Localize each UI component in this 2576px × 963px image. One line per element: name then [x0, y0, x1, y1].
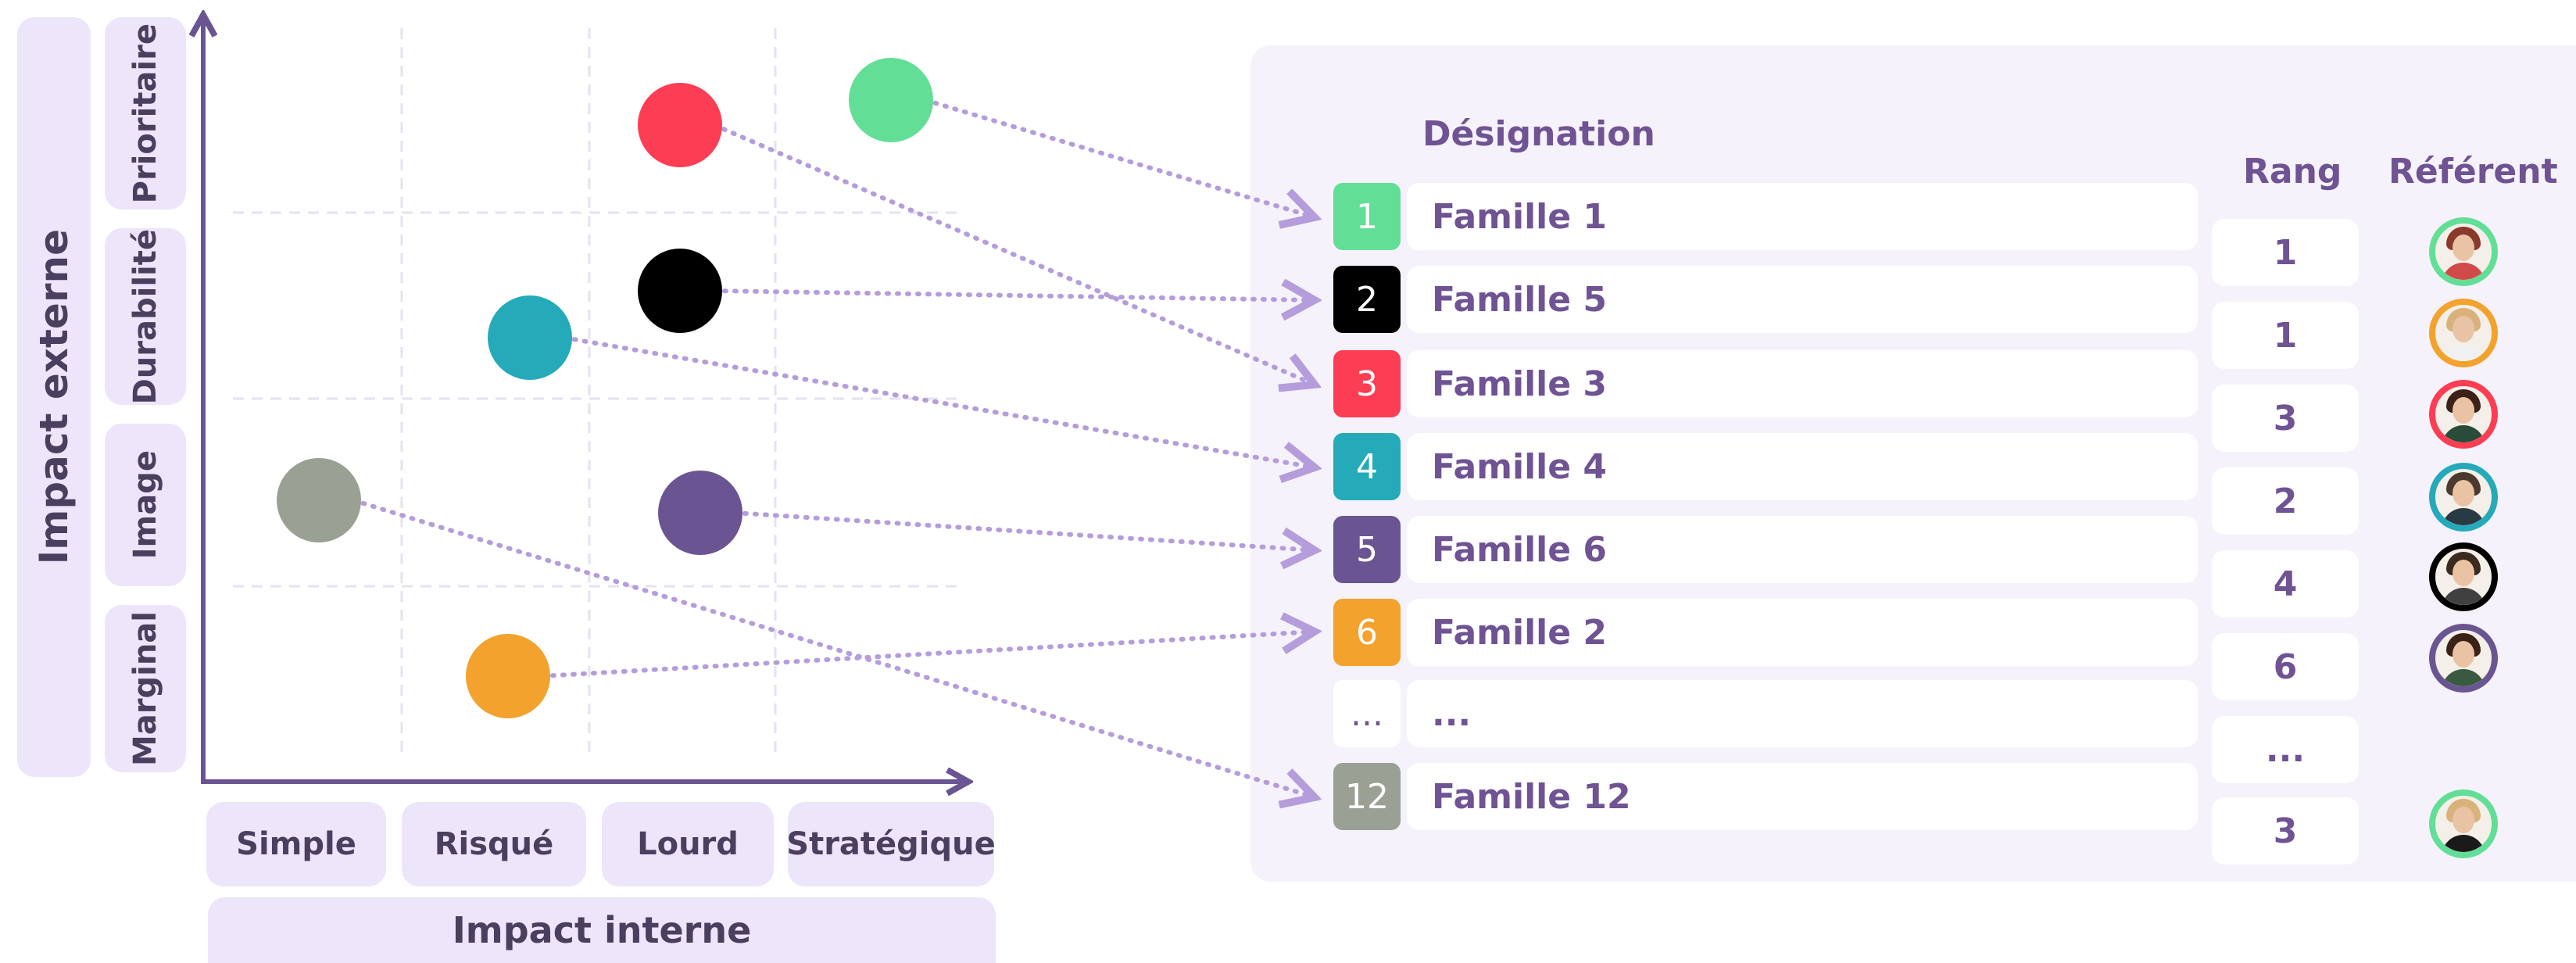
- y-level-image: Image: [105, 424, 186, 586]
- x-level-label: Risqué: [434, 826, 554, 862]
- connector-arrow: [923, 98, 1315, 217]
- x-level-strategique: Stratégique: [786, 802, 996, 886]
- family-bubble: [638, 83, 722, 167]
- row-number-badge: 3: [1333, 350, 1401, 417]
- referent-avatar: [2429, 542, 2498, 611]
- row-rank: 2: [2212, 467, 2359, 535]
- referent-avatar: [2429, 624, 2498, 693]
- connector-arrow: [712, 291, 1315, 300]
- row-number-badge: 2: [1333, 266, 1401, 333]
- referent-avatar: [2429, 463, 2498, 532]
- header-rang: Rang: [2243, 152, 2342, 192]
- grid: [233, 28, 961, 757]
- family-bubble: [277, 458, 361, 542]
- family-bubble: [466, 634, 550, 718]
- bubbles-layer: [277, 58, 933, 718]
- referent-avatar: [2429, 217, 2498, 286]
- y-level-marginal: Marginal: [105, 605, 186, 772]
- y-axis-title-box: Impact externe: [17, 17, 91, 777]
- referent-avatar: [2429, 789, 2498, 858]
- row-designation: Famille 12: [1407, 763, 2198, 830]
- row-number-badge: ...: [1333, 680, 1401, 747]
- row-rank: 4: [2212, 550, 2359, 618]
- row-designation: ...: [1407, 680, 2198, 747]
- referent-avatar: [2429, 380, 2498, 449]
- row-designation: Famille 5: [1407, 266, 2198, 333]
- row-number-badge: 4: [1333, 433, 1401, 500]
- x-axis-title: Impact interne: [452, 909, 752, 951]
- row-number-badge: 5: [1333, 516, 1401, 583]
- row-designation: Famille 2: [1407, 599, 2198, 666]
- connector-arrow: [712, 123, 1315, 385]
- x-level-simple: Simple: [206, 802, 386, 886]
- row-rank: 6: [2212, 633, 2359, 700]
- row-designation: Famille 1: [1407, 183, 2198, 250]
- referent-avatar: [2429, 299, 2498, 367]
- family-bubble: [638, 249, 722, 333]
- row-designation: Famille 3: [1407, 350, 2198, 417]
- row-rank: 1: [2212, 302, 2359, 369]
- x-level-label: Simple: [236, 826, 356, 862]
- y-level-durabilite: Durabilité: [105, 228, 186, 405]
- x-level-lourd: Lourd: [602, 802, 774, 886]
- row-number-badge: 6: [1333, 599, 1401, 666]
- row-number-badge: 12: [1333, 763, 1401, 830]
- row-designation: Famille 6: [1407, 516, 2198, 583]
- header-referent: Référent: [2388, 152, 2558, 192]
- x-axis-title-box: Impact interne: [208, 897, 996, 963]
- connector-arrow: [732, 510, 1315, 550]
- row-rank: ...: [2212, 716, 2359, 783]
- family-bubble: [658, 471, 742, 555]
- row-rank: 3: [2212, 385, 2359, 452]
- row-designation: Famille 4: [1407, 433, 2198, 500]
- arrows-layer: [351, 98, 1315, 797]
- family-bubble: [488, 295, 572, 380]
- header-designation: Désignation: [1422, 114, 1655, 154]
- x-level-label: Stratégique: [786, 826, 996, 862]
- row-rank: 3: [2212, 797, 2359, 865]
- connector-arrow: [562, 335, 1315, 467]
- x-level-label: Lourd: [637, 826, 739, 862]
- row-number-badge: 1: [1333, 183, 1401, 250]
- x-level-risque: Risqué: [402, 802, 586, 886]
- family-bubble: [849, 58, 933, 142]
- row-rank: 1: [2212, 219, 2359, 286]
- y-level-prioritaire: Prioritaire: [105, 17, 186, 209]
- connector-arrow: [540, 632, 1315, 678]
